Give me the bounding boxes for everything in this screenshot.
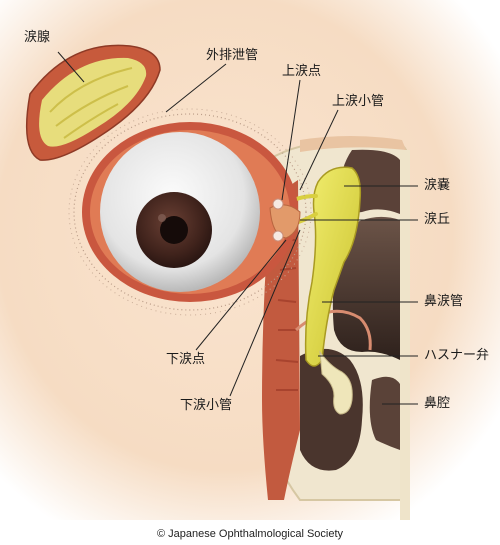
lacrimal-gland <box>25 44 161 161</box>
label-lower-canaliculus: 下涙小管 <box>180 398 233 413</box>
label-lacrimal-gland: 涙腺 <box>24 30 51 45</box>
lower-punctum-mark <box>272 230 284 242</box>
label-excretory-ducts: 外排泄管 <box>206 48 259 63</box>
upper-punctum-mark <box>272 198 284 210</box>
label-nasal-cavity: 鼻腔 <box>424 396 451 411</box>
leader-lines <box>57 51 418 405</box>
eye-region <box>68 108 312 316</box>
label-upper-punctum: 上涙点 <box>282 64 322 79</box>
medial-canthus <box>269 198 301 242</box>
label-caruncle: 涙丘 <box>424 212 451 227</box>
label-nasolacrimal-duct: 鼻涙管 <box>424 294 464 309</box>
label-hasner-valve: ハスナー弁 <box>424 348 490 363</box>
label-upper-canaliculus: 上涙小管 <box>332 94 385 109</box>
label-lacrimal-sac: 涙嚢 <box>424 178 451 193</box>
copyright-notice: © Japanese Ophthalmological Society <box>156 528 344 540</box>
label-lower-punctum: 下涙点 <box>166 352 206 367</box>
